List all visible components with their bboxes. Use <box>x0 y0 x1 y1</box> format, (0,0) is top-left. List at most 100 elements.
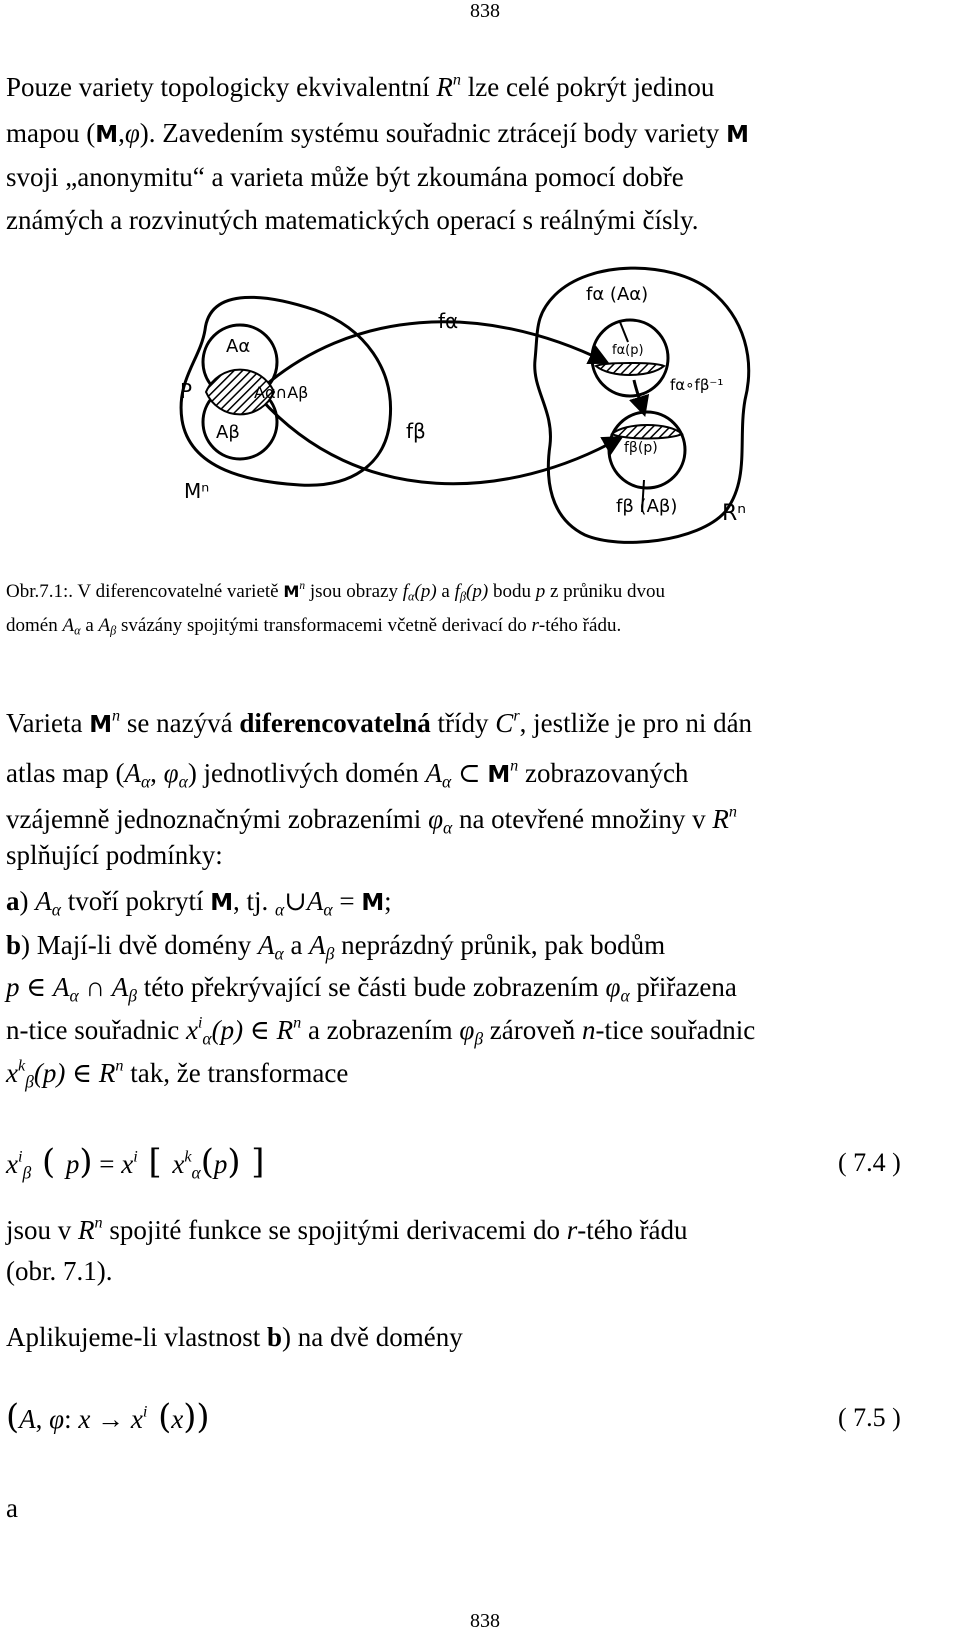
image-hatched-region-beta <box>610 424 684 440</box>
body-text: , jestliže je pro ni dán <box>519 708 753 738</box>
p-symbol: p <box>6 972 20 1002</box>
x-symbol: x <box>6 1149 18 1179</box>
phi-symbol: φ <box>49 1404 65 1434</box>
label-M-n: Mⁿ <box>184 479 209 503</box>
manifold-symbol: M <box>95 122 119 148</box>
beta-subscript: β <box>110 623 117 638</box>
intersection-symbol: ∩ <box>78 972 112 1002</box>
beta-subscript: β <box>459 589 467 604</box>
alpha-subscript: α <box>620 985 630 1006</box>
f-symbol: f <box>454 581 460 602</box>
label-f-alpha-p: fα(p) <box>612 343 644 358</box>
label-f-beta-A-beta: fβ (Aβ) <box>616 496 677 517</box>
label-f-alpha-A-alpha: fα (Aα) <box>586 284 648 305</box>
intro-text: mapou ( <box>6 118 96 148</box>
image-f-alpha-circle <box>590 318 670 398</box>
element-of-symbol: ∈ <box>19 972 53 1002</box>
A-symbol: A <box>19 1404 36 1434</box>
caption-text: a <box>436 581 455 602</box>
label-composition: fα∘fβ⁻¹ <box>670 376 723 394</box>
body-line-7: p ∈ Aα ∩ Aβ této překrývající se části b… <box>6 970 737 1004</box>
A-symbol: A <box>309 930 326 960</box>
comma: , <box>150 758 164 788</box>
body-text: atlas map ( <box>6 758 125 788</box>
alpha-subscript: α <box>442 771 452 792</box>
k-superscript: k <box>17 1056 26 1075</box>
equals-sign: = <box>99 1149 115 1179</box>
map-f-beta-arrow <box>258 397 624 486</box>
intro-text: ). Zavedením systému souřadnic ztrácejí … <box>139 118 727 148</box>
body-text: n-tice souřadnic <box>6 1015 186 1045</box>
n-symbol: n <box>582 1015 596 1045</box>
A-symbol: A <box>425 758 443 788</box>
alpha-subscript: α <box>323 899 333 920</box>
body-text: ) jednotlivých domén <box>187 758 426 788</box>
r-symbol: r <box>566 1215 578 1245</box>
body-line-2: atlas map (Aα, φα) jednotlivých domén Aα… <box>6 756 688 792</box>
n-superscript: n <box>299 580 306 593</box>
condition-a-label: a <box>6 886 20 916</box>
intersection-hatched-region <box>204 368 276 416</box>
union-symbol: ∪ <box>284 886 307 916</box>
equals-sign: = <box>332 886 362 916</box>
comma: , <box>35 1404 43 1434</box>
n-superscript: n <box>452 70 461 89</box>
manifold-symbol: M <box>726 122 749 148</box>
page-number-top: 838 <box>470 0 500 22</box>
alpha-subscript: α <box>51 899 61 920</box>
body-text: zobrazovaných <box>518 758 689 788</box>
R-symbol: R <box>78 1215 95 1245</box>
p-symbol: p <box>65 1149 80 1179</box>
alpha-subscript: α <box>274 943 284 964</box>
intro-text: lze celé pokrýt jedinou <box>461 72 715 102</box>
n-superscript: n <box>115 1056 124 1075</box>
r-superscript: r <box>513 706 520 725</box>
caption-text: z průniku dvou <box>545 581 665 602</box>
beta-subscript: β <box>474 1028 484 1049</box>
p-symbol: p <box>535 581 546 602</box>
body-line-8: n-tice souřadnic xiα(p) ∈ Rn a zobrazení… <box>6 1013 755 1047</box>
caption-text: domén <box>6 615 63 636</box>
after-eq-line-1: jsou v Rn spojité funkce se spojitými de… <box>6 1213 687 1247</box>
body-text: spojité funkce se spojitými derivacemi d… <box>102 1215 567 1245</box>
n-superscript: n <box>293 1013 302 1032</box>
x-symbol: x <box>121 1149 134 1179</box>
x-symbol: x <box>172 1149 185 1179</box>
manifold-chart-figure: Aα P Aα∩Aβ Aβ Mⁿ fα fβ fα (Aα) fα(p) fα∘… <box>179 266 751 544</box>
caption-text: a <box>80 615 99 636</box>
alpha-subscript: α <box>408 589 415 604</box>
body-text: ) <box>19 886 36 916</box>
subset-symbol: ⊂ <box>451 758 488 788</box>
alpha-subscript: α <box>275 899 285 920</box>
body-text: , tj. <box>233 886 276 916</box>
alpha-subscript: α <box>69 985 79 1006</box>
condition-a: a) Aα tvoří pokrytí M, tj. α∪Aα = M; <box>6 884 392 920</box>
R-symbol: R <box>712 804 729 834</box>
intro-line-3: svoji „anonymitu“ a varieta může být zko… <box>6 162 684 192</box>
condition-b: b) Mají-li dvě domény Aα a Aβ neprázdný … <box>6 928 665 962</box>
label-f-beta-p: fβ(p) <box>624 440 658 456</box>
body-text: na otevřené množiny v <box>452 804 713 834</box>
intro-line-1: Pouze variety topologicky ekvivalentní R… <box>6 70 714 104</box>
beta-subscript: β <box>25 1071 34 1092</box>
A-symbol: A <box>98 615 111 636</box>
A-symbol: A <box>124 758 141 788</box>
A-symbol: A <box>53 972 70 1002</box>
manifold-symbol: M <box>283 582 300 601</box>
body-line-4: splňující podmínky: <box>6 840 223 870</box>
i-superscript: i <box>133 1147 138 1166</box>
body-text: se nazývá <box>120 708 240 738</box>
label-f-alpha: fα <box>438 309 458 333</box>
manifold-symbol: M <box>487 762 511 788</box>
n-superscript: n <box>510 756 519 775</box>
caption-text: Obr.7.1:. V diferencovatelné varietě <box>6 581 284 602</box>
x-symbol: x <box>171 1404 184 1434</box>
A-symbol: A <box>62 615 75 636</box>
intro-line-2: mapou (M,φ). Zavedením systému souřadnic… <box>6 116 749 152</box>
equation-7-4: xiβ ( p) = xi [ xkα(p) ] <box>6 1142 265 1183</box>
label-intersection: Aα∩Aβ <box>254 383 308 402</box>
final-line: a <box>6 1493 18 1523</box>
alpha-subscript: α <box>178 771 188 792</box>
A-symbol: A <box>35 886 52 916</box>
alpha-subscript: α <box>74 623 81 638</box>
